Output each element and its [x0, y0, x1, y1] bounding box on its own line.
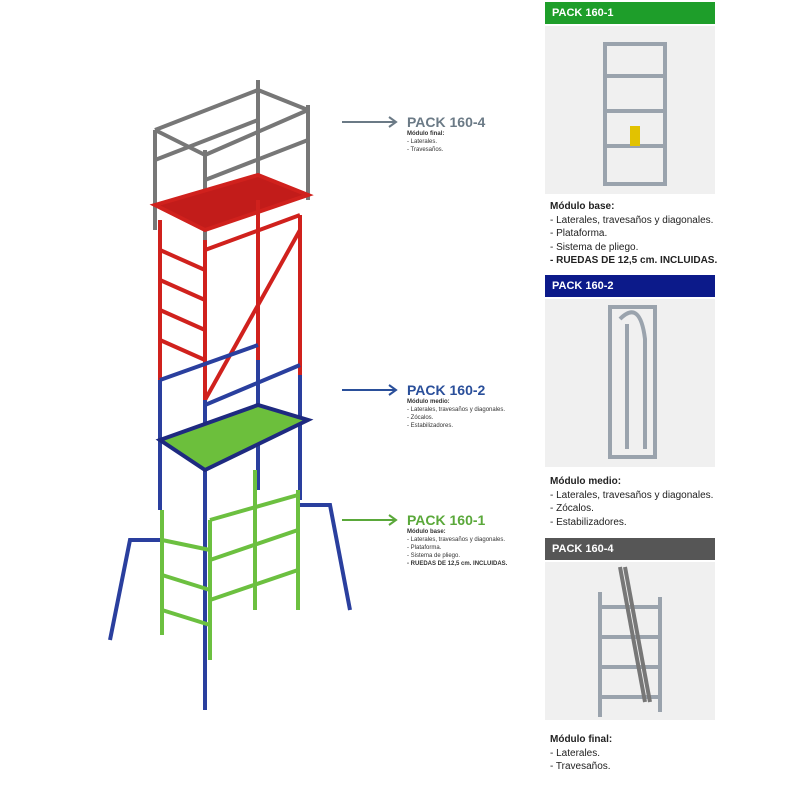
callout-item: - Zócalos. — [407, 415, 434, 421]
callout-160-2: PACK 160-2 Módulo medio: - Laterales, tr… — [407, 382, 505, 430]
callout-item: - Travesaños. — [407, 147, 444, 153]
description-item: - Zócalos. — [550, 503, 594, 514]
description-heading: Módulo medio: — [550, 476, 622, 487]
pack-160-4-photo — [545, 562, 715, 720]
arrow-icon — [342, 514, 398, 526]
module-red — [149, 172, 314, 410]
callout-title: PACK 160-2 — [407, 382, 486, 398]
callout-item: - Sistema de pliego. — [407, 553, 461, 559]
description-item: - Plataforma. — [550, 228, 608, 239]
description-item: - Laterales. — [550, 747, 601, 759]
callout-title: PACK 160-1 — [407, 512, 486, 528]
callout-heading: Módulo medio: — [407, 399, 450, 405]
scaffold-illustration — [108, 80, 398, 710]
pack-160-4-header: PACK 160-4 — [545, 538, 715, 560]
callout-item: - Plataforma. — [407, 545, 442, 551]
pack-160-1-description: Módulo base: - Laterales, travesaños y d… — [550, 200, 717, 268]
arrow-icon — [342, 116, 398, 128]
callout-160-1: PACK 160-1 Módulo base: - Laterales, tra… — [407, 512, 507, 568]
pack-160-1-header: PACK 160-1 — [545, 2, 715, 24]
callout-item: - Estabilizadores. — [407, 423, 454, 429]
pack-160-1-photo — [545, 26, 715, 194]
pack-160-2-description: Módulo medio: - Laterales, travesaños y … — [550, 475, 713, 529]
description-item: - Laterales, travesaños y diagonales. — [550, 489, 714, 501]
description-item: - RUEDAS DE 12,5 cm. INCLUIDAS. — [550, 255, 718, 266]
description-item: - Sistema de pliego. — [550, 241, 639, 253]
description-item: - Estabilizadores. — [550, 516, 627, 528]
description-item: - Laterales, travesaños y diagonales. — [550, 214, 714, 226]
module-160-4 — [153, 80, 310, 240]
pack-160-2-header: PACK 160-2 — [545, 275, 715, 297]
description-heading: Módulo final: — [550, 734, 613, 745]
description-item: - Travesaños. — [550, 761, 611, 772]
arrow-icon — [342, 384, 398, 396]
callout-item: - RUEDAS DE 12,5 cm. INCLUIDAS. — [407, 561, 508, 567]
callout-item: - Laterales. — [407, 139, 438, 145]
callout-item: - Laterales, travesaños y diagonales. — [407, 407, 506, 413]
pack-160-4-description: Módulo final: - Laterales. - Travesaños. — [550, 733, 612, 774]
description-heading: Módulo base: — [550, 201, 615, 212]
module-160-1 — [160, 470, 300, 660]
callout-heading: Módulo final: — [407, 131, 445, 137]
pack-160-2-photo — [545, 299, 715, 467]
callout-title: PACK 160-4 — [407, 114, 486, 130]
module-160-2 — [108, 343, 352, 710]
callout-heading: Módulo base: — [407, 529, 446, 535]
callout-160-4: PACK 160-4 Módulo final: - Laterales. - … — [407, 114, 485, 154]
callout-item: - Laterales, travesaños y diagonales. — [407, 537, 506, 543]
